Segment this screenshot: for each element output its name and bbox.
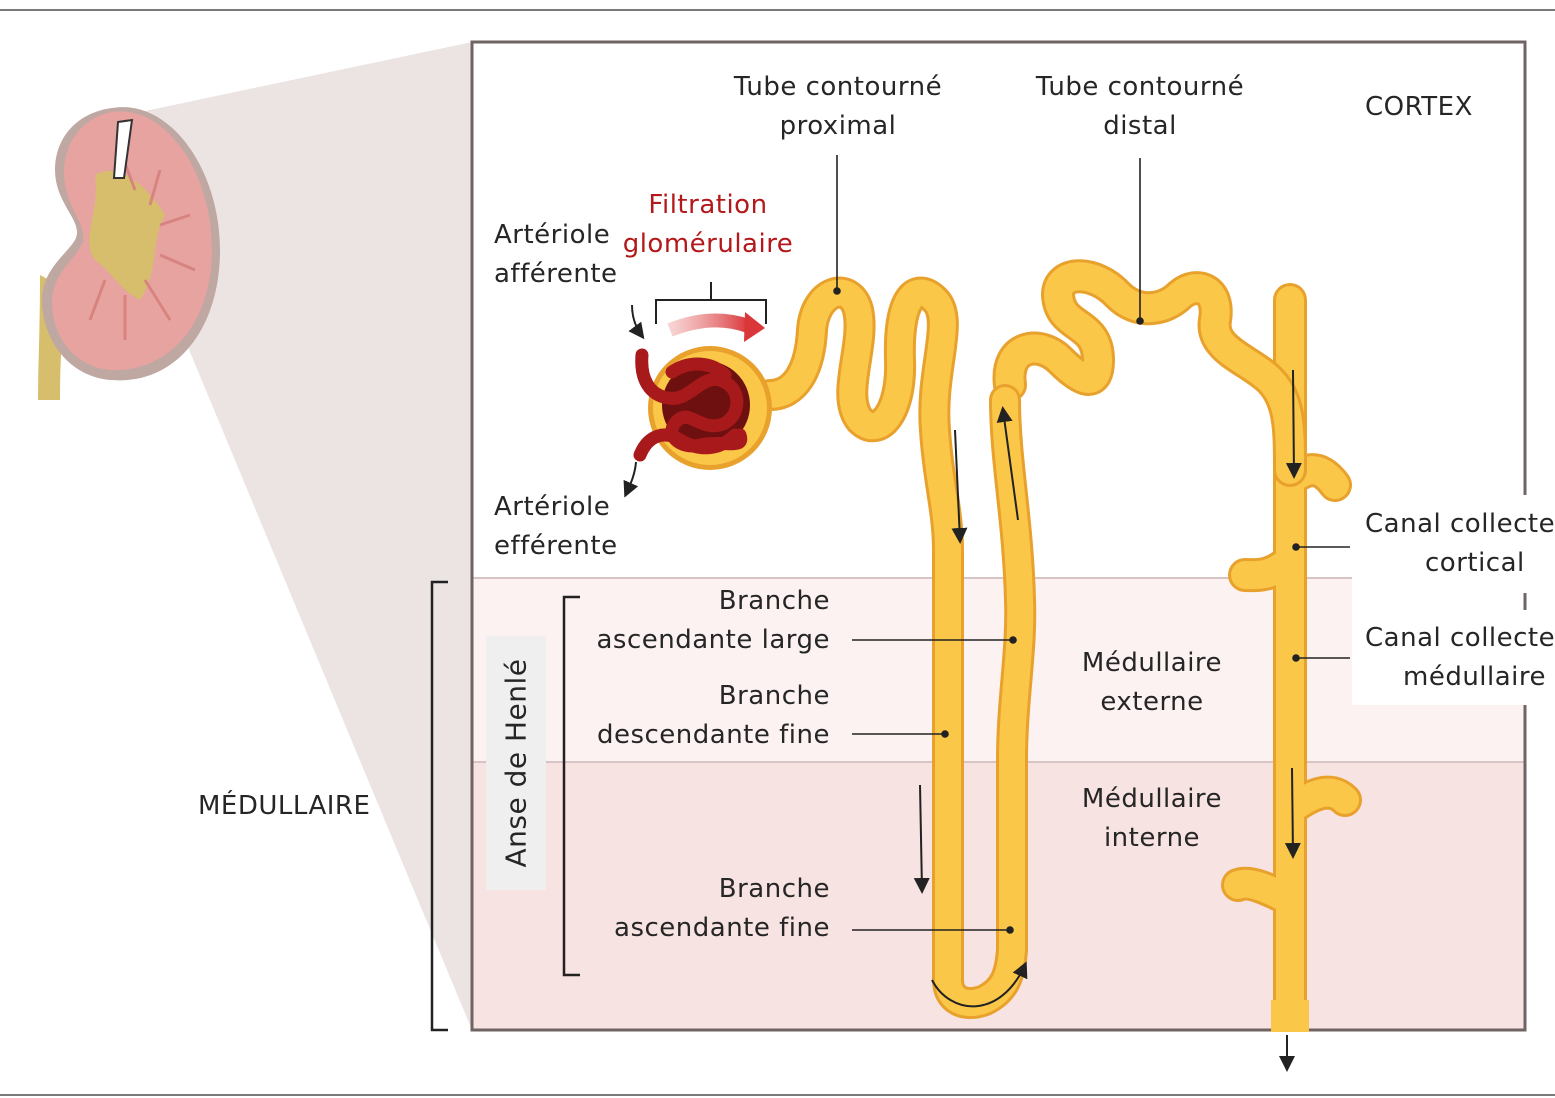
flow-arrow-collecting-2	[1284, 767, 1301, 859]
afferent-arrow	[628, 304, 645, 340]
flow-arrow-descending-2	[913, 784, 930, 894]
efferent-arrow	[623, 461, 639, 498]
henle-bracket	[562, 595, 580, 977]
distal-tubule	[992, 259, 1307, 487]
filtration-arrow	[667, 313, 751, 337]
glomerulus	[633, 346, 772, 470]
canal-label-panel	[1352, 495, 1555, 705]
medullaire-label: MÉDULLAIRE	[198, 791, 371, 821]
anse-henle-label: Anse de Henlé	[499, 658, 533, 868]
flow-arrow-loop	[931, 961, 1028, 1008]
filtration-arrow-head	[744, 312, 765, 342]
canal-cortical-label: Canal collecteurcortical	[1365, 509, 1555, 578]
flow-arrow-ascending-1	[996, 406, 1019, 521]
anse-henle-panel	[486, 636, 546, 890]
proximal-tubule-and-loop	[754, 276, 1037, 1019]
filtration-bracket	[655, 282, 767, 324]
medulla-bracket	[430, 580, 448, 1032]
canal-medullaire-label: Canal collecteurmédullaire	[1365, 623, 1555, 692]
flow-arrow-collecting-1	[1285, 369, 1302, 479]
kidney-icon	[38, 107, 220, 400]
collecting-duct	[1221, 283, 1362, 1032]
cortex-label: CORTEX	[1365, 92, 1473, 122]
flow-arrow-descending-1	[951, 429, 968, 544]
